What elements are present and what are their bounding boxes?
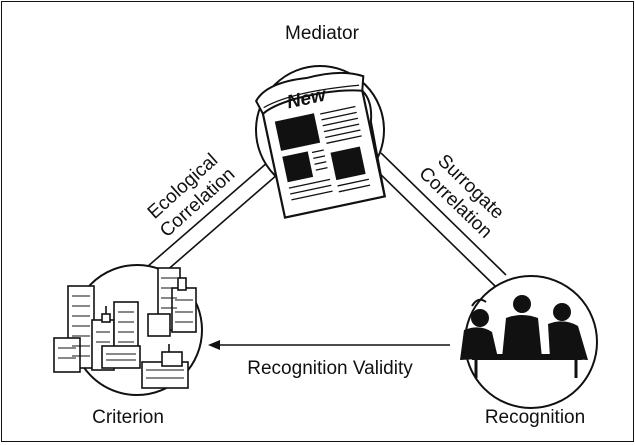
city-buildings-icon — [53, 267, 197, 389]
people-meeting-icon — [460, 295, 588, 378]
recognition-validity-label: Recognition Validity — [247, 358, 413, 379]
recognition-node — [460, 275, 598, 409]
ecological-correlation-label: Ecological Correlation — [144, 150, 239, 242]
ecological-connector — [146, 161, 279, 280]
surrogate-connector — [369, 152, 507, 287]
newspaper-icon: New — [254, 71, 387, 219]
recognition-label: Recognition — [485, 407, 585, 428]
mediator-label: Mediator — [285, 23, 360, 44]
criterion-label: Criterion — [92, 407, 164, 428]
surrogate-correlation-label: Surrogate Correlation — [415, 150, 508, 242]
validity-arrow — [208, 340, 450, 350]
mediator-node: New — [254, 65, 387, 219]
criterion-node — [53, 264, 203, 396]
